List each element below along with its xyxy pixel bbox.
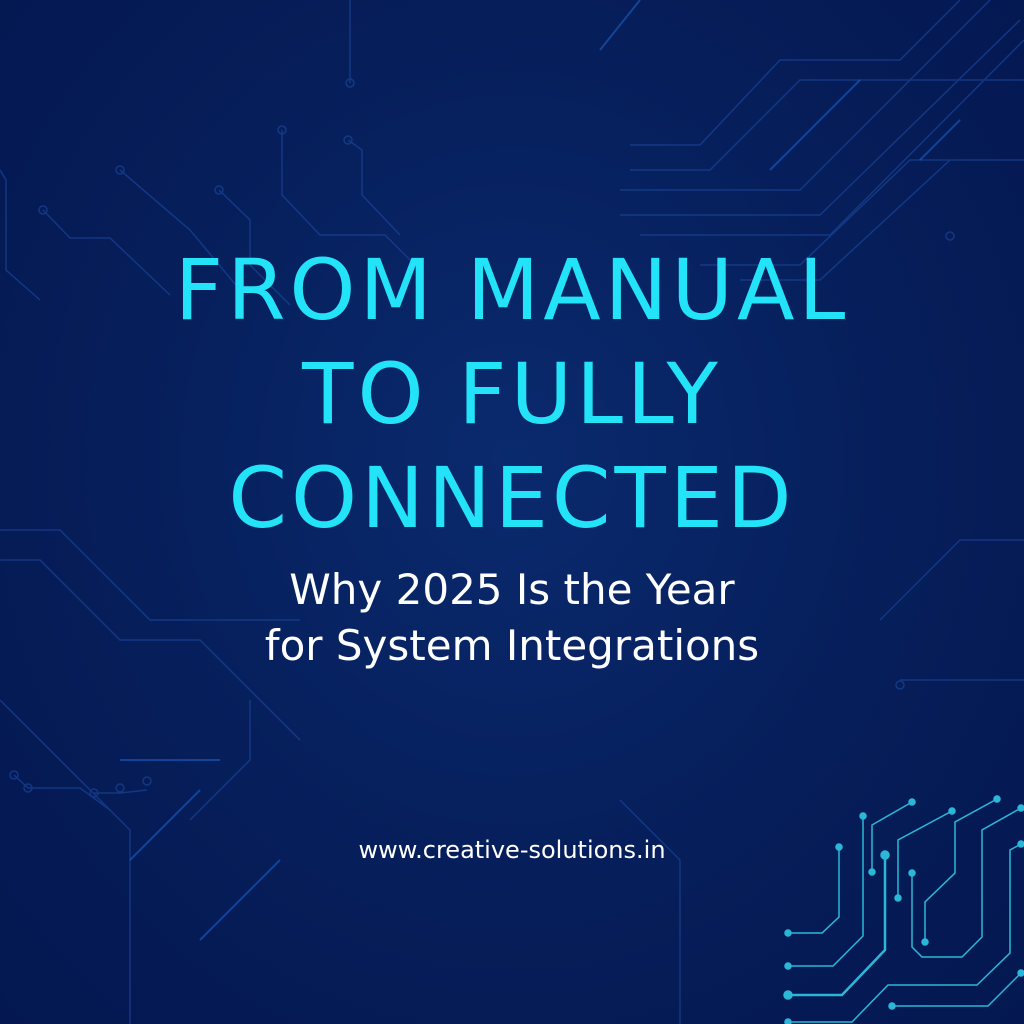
subheadline: Why 2025 Is the Year for System Integrat… (0, 562, 1024, 674)
headline-line-2: TO FULLY (302, 345, 722, 443)
website-link[interactable]: www.creative-solutions.in (358, 836, 666, 864)
corner-circuit-traces-icon (783, 795, 1024, 1024)
subheadline-line-2: for System Integrations (264, 621, 760, 670)
headline-line-1: FROM MANUAL (174, 241, 850, 339)
headline: FROM MANUAL TO FULLY CONNECTED (0, 238, 1024, 550)
subheadline-line-1: Why 2025 Is the Year (289, 565, 735, 614)
headline-line-3: CONNECTED (228, 449, 796, 547)
